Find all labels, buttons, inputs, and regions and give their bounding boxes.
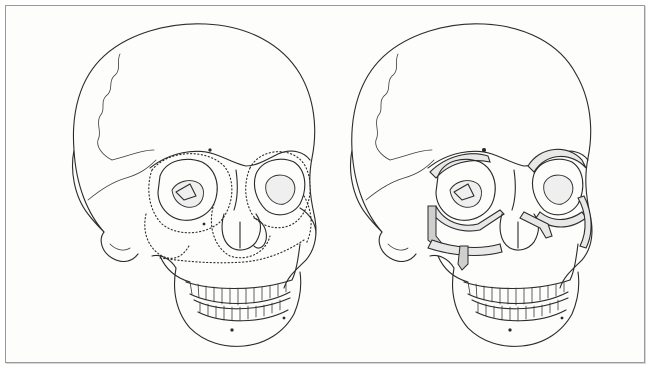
squamous-suture	[366, 160, 434, 200]
mental-foramen-2	[283, 317, 286, 320]
lower-teeth	[194, 298, 290, 321]
maxilla-outline-right	[292, 244, 300, 280]
orbit-cavity-left	[266, 175, 295, 204]
skull-right-panel	[351, 24, 592, 347]
cranium-outline	[73, 24, 315, 288]
fracture-lefort	[160, 240, 304, 263]
ear	[379, 232, 416, 261]
upper-teeth	[464, 280, 570, 305]
coronal-suture	[376, 54, 398, 160]
lower-teeth	[472, 298, 568, 321]
squamous-suture	[88, 160, 156, 200]
mastoid	[110, 244, 130, 250]
orbit-cavity-right	[450, 181, 481, 208]
temporal-line	[390, 150, 432, 160]
mandible	[453, 268, 579, 346]
mental-foramen	[508, 328, 511, 331]
coronal-suture	[98, 54, 120, 160]
nasal-bone	[512, 170, 515, 210]
mental-foramen-2	[561, 317, 564, 320]
fixation-plate-orbit-rim	[430, 206, 504, 231]
fixation-plate-buttress	[458, 246, 468, 270]
infraorbital-foramen	[203, 223, 206, 226]
ear	[101, 232, 138, 261]
plate-screw	[482, 148, 486, 152]
mandible-ramus	[430, 256, 454, 269]
fixation-plate-nasal	[520, 212, 552, 238]
maxilla-outline-right	[570, 244, 578, 280]
orbit-cavity-left	[544, 175, 573, 204]
nasal-bone	[234, 170, 237, 210]
fracture-zygoma-left	[304, 196, 311, 244]
mental-foramen	[230, 328, 233, 331]
supraorbital-foramen	[208, 148, 211, 151]
upper-teeth	[186, 280, 292, 305]
mandible-ramus	[152, 256, 176, 269]
nasal-aperture	[222, 214, 260, 250]
temporal-line	[112, 150, 154, 160]
mastoid	[388, 244, 408, 250]
orbit-cavity-right	[172, 181, 203, 208]
skull-left-panel	[73, 24, 316, 347]
mandible	[175, 268, 301, 346]
